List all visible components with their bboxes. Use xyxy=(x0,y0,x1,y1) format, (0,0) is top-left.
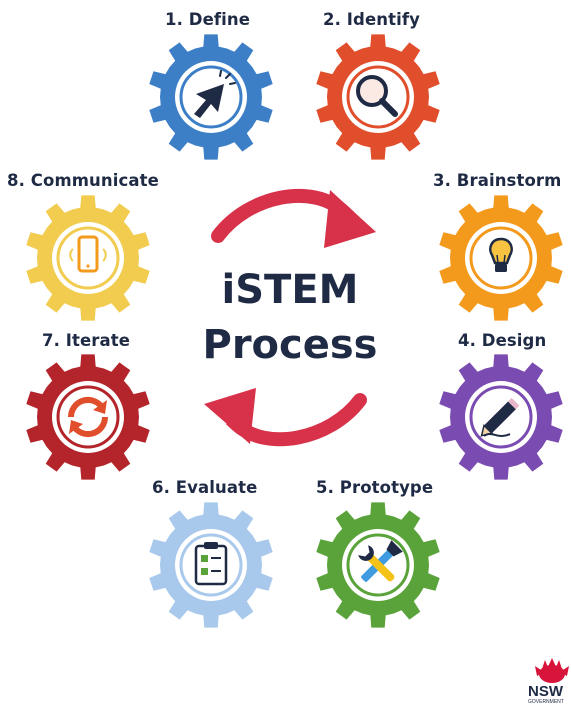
step-label-communicate: 8. Communicate xyxy=(7,171,159,190)
gear-design xyxy=(436,352,566,482)
gear-inner-ring xyxy=(469,226,533,290)
cursor-icon xyxy=(194,70,236,118)
gear-inner-ring xyxy=(346,65,410,129)
step-label-define: 1. Define xyxy=(165,10,251,29)
nsw-logo-text: NSW xyxy=(528,683,563,700)
gear-define xyxy=(146,32,276,162)
gear-iterate xyxy=(23,352,153,482)
gear-inner-ring xyxy=(346,533,410,597)
gear-inner-ring xyxy=(469,385,533,449)
pencil-icon xyxy=(480,397,520,437)
step-label-design: 4. Design xyxy=(458,331,547,350)
clipboard-icon xyxy=(194,542,228,586)
cycle-icon xyxy=(67,396,109,438)
step-label-evaluate: 6. Evaluate xyxy=(152,478,258,497)
lightbulb-icon xyxy=(489,237,513,272)
gear-communicate xyxy=(23,193,153,323)
gear-evaluate xyxy=(146,500,276,630)
step-label-brainstorm: 3. Brainstorm xyxy=(433,171,562,190)
step-label-identify: 2. Identify xyxy=(323,10,420,29)
gear-hub xyxy=(52,381,124,453)
gear-inner-ring xyxy=(56,226,120,290)
title-line-1: iSTEM xyxy=(221,267,359,313)
gear-inner-ring xyxy=(179,533,243,597)
step-label-prototype: 5. Prototype xyxy=(316,478,434,497)
nsw-logo-subtext: GOVERNMENT xyxy=(528,699,564,705)
gear-identify xyxy=(313,32,443,162)
nsw-waratah-logo xyxy=(533,658,571,684)
title-line-2: Process xyxy=(202,322,378,368)
gear-inner-ring xyxy=(179,65,243,129)
phone-icon xyxy=(69,235,107,273)
gear-inner-ring xyxy=(56,385,120,449)
step-label-iterate: 7. Iterate xyxy=(42,331,131,350)
bottom-arrow xyxy=(204,388,367,447)
magnifier-icon xyxy=(356,75,398,117)
top-arrow xyxy=(211,188,376,248)
tools-icon xyxy=(358,540,403,582)
gear-brainstorm xyxy=(436,193,566,323)
gear-prototype xyxy=(313,500,443,630)
